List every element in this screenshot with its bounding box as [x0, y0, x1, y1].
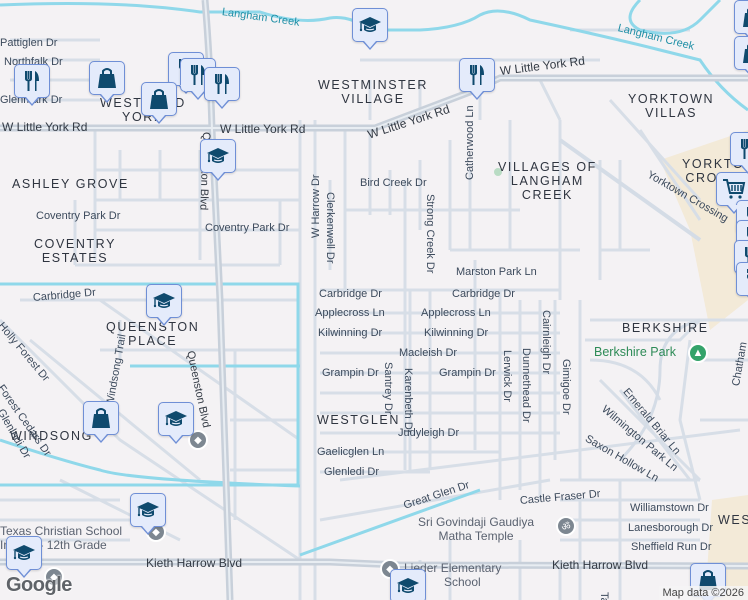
street-label: Cairnleigh Dr [540, 310, 552, 375]
street-label: Kilwinning Dr [318, 327, 383, 339]
shopping-bag-icon [149, 89, 169, 110]
street-label: Carbridge Dr [452, 288, 515, 300]
berkshire-park-label[interactable]: Berkshire Park [594, 345, 676, 359]
street-label: Marston Park Ln [456, 266, 537, 278]
street-label: Gimigoe Dr [560, 359, 572, 415]
shopping-cart-icon [722, 179, 745, 200]
area-windsong: WINDSONG [10, 429, 93, 443]
shopping-bag-icon [97, 68, 117, 89]
street-label: Bird Creek Dr [360, 177, 427, 189]
street-label: Grampin Dr [322, 367, 379, 379]
street-label: Coventry Park Dr [205, 222, 290, 234]
area-ashley-grove: ASHLEY GROVE [12, 177, 129, 191]
map-attribution[interactable]: Map data ©2026 [658, 586, 748, 600]
graduation-cap-icon [206, 147, 230, 164]
street-label: Strong Creek Dr [424, 194, 436, 274]
temple-om-icon[interactable]: ॐ [556, 516, 576, 536]
street-label: Coventry Park Dr [36, 210, 121, 222]
google-logo: Google [6, 574, 72, 596]
street-label: Applecross Ln [315, 307, 385, 319]
school-pin[interactable] [158, 402, 194, 444]
street-label: Pattiglen Dr [0, 37, 58, 49]
shopping-bag-icon [742, 7, 748, 28]
school-pin[interactable] [352, 8, 388, 50]
graduation-cap-icon [152, 292, 176, 309]
school-pin[interactable] [146, 284, 182, 326]
fork-knife-icon [214, 73, 230, 95]
fork-knife-icon [24, 70, 40, 92]
school-pin[interactable] [390, 569, 426, 600]
street-label: Sheffield Run Dr [631, 541, 712, 553]
graduation-cap-icon [396, 577, 420, 594]
park-tree-icon[interactable]: ▲ [688, 343, 708, 363]
school-poi-icon[interactable]: ◆ [44, 567, 64, 587]
school-pin[interactable] [6, 536, 42, 578]
graduation-cap-icon [358, 16, 382, 33]
restaurant-pin[interactable] [459, 58, 495, 100]
street-label: Applecross Ln [421, 307, 491, 319]
street-label: Catherwood Ln [464, 105, 476, 180]
street-label: Grampin Dr [439, 367, 496, 379]
school-poi-icon[interactable]: ◆ [188, 430, 208, 450]
street-label: Kilwinning Dr [424, 327, 489, 339]
street-label: Macleish Dr [399, 347, 458, 359]
shopping-pin[interactable] [734, 36, 748, 78]
kieth-harrow-blvd-label: Kieth Harrow Blvd [146, 556, 243, 570]
graduation-cap-icon [12, 544, 36, 561]
restaurant-pin[interactable] [14, 64, 50, 106]
shopping-bag-icon [91, 408, 111, 429]
street-label: Gaelicglen Ln [317, 446, 385, 458]
street-label: Judyleigh Dr [398, 427, 460, 439]
street-label: Carbridge Dr [319, 288, 382, 300]
street-label: Dunnethead Dr [520, 348, 532, 423]
kieth-harrow-blvd-label: Kieth Harrow Blvd [552, 558, 649, 572]
w-little-york-road-label: W Little York Rd [2, 120, 88, 134]
street-label: Tain [598, 592, 610, 600]
street-label: W Harrow Dr [310, 174, 322, 238]
area-wes: WES [718, 513, 748, 527]
restaurant-pin[interactable] [730, 132, 748, 174]
graduation-cap-icon [136, 501, 160, 518]
shopping-pin[interactable] [734, 0, 748, 42]
area-berkshire: BERKSHIRE [622, 321, 709, 335]
restaurant-pin[interactable] [736, 262, 748, 304]
shopping-bag-icon [742, 43, 748, 64]
shopping-pin[interactable] [89, 61, 125, 103]
street-label: Lanesborough Dr [628, 522, 714, 534]
fork-knife-icon [469, 64, 485, 86]
street-label: Lerwick Dr [501, 350, 513, 402]
street-label: Williamstown Dr [630, 502, 709, 514]
fork-knife-icon [740, 138, 748, 160]
area-westglen: WESTGLEN [317, 413, 400, 427]
graduation-cap-icon [164, 410, 188, 427]
school-pin[interactable] [200, 139, 236, 181]
street-label: Glenledi Dr [324, 466, 380, 478]
restaurant-pin[interactable] [204, 67, 240, 109]
school-pin[interactable] [130, 493, 166, 535]
street-label: Karenbeth Dr [402, 368, 414, 434]
shopping-pin[interactable] [141, 82, 177, 124]
w-little-york-road-label: W Little York Rd [220, 122, 306, 136]
street-label: Clerkenwell Dr [324, 192, 336, 264]
street-label: Santrey Dr [382, 362, 394, 415]
shopping-pin[interactable] [83, 401, 119, 443]
